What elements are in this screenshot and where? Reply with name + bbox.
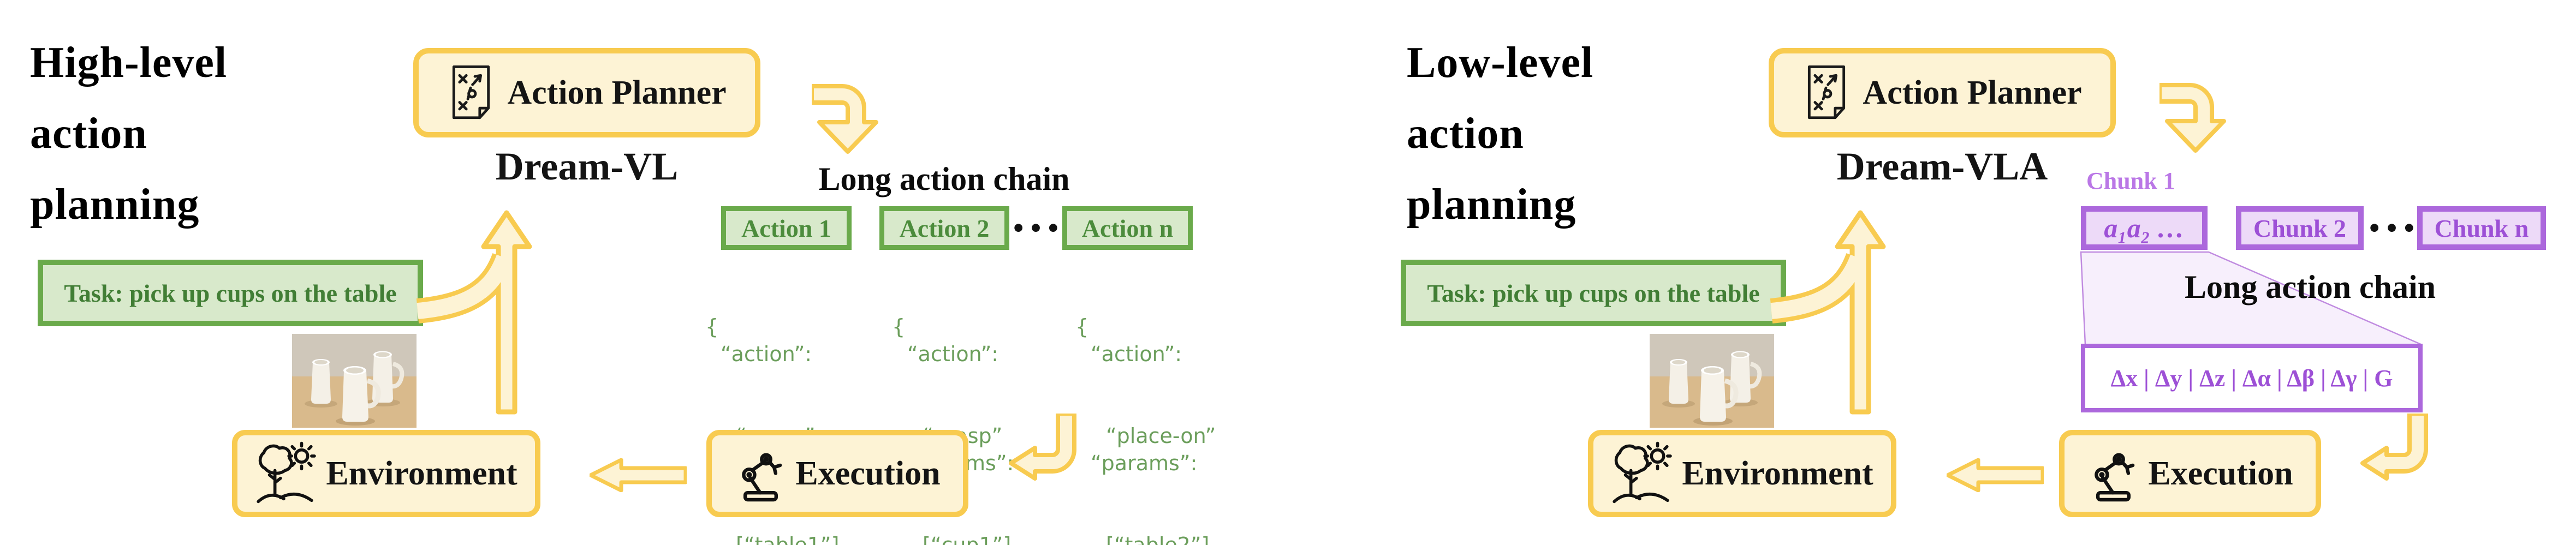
tree-sun-icon	[1611, 441, 1673, 506]
action-ellipsis: •••	[1011, 214, 1063, 242]
strategy-plan-icon	[447, 63, 495, 123]
action-chip-n: Action n	[1062, 206, 1193, 250]
right-title-line3: planning	[1407, 181, 1576, 229]
left-title-line1: High-level	[30, 39, 228, 87]
left-action-planner-label: Action Planner	[507, 74, 727, 111]
right-environment-label: Environment	[1682, 454, 1873, 492]
chunk1-tag: Chunk 1	[2086, 167, 2175, 194]
left-environment-label: Environment	[326, 454, 517, 492]
chunk-chip-n: Chunk n	[2417, 206, 2546, 250]
left-title-line3: planning	[30, 181, 200, 229]
tree-sun-icon	[255, 441, 317, 506]
strategy-plan-icon	[1802, 63, 1851, 123]
cups-photo	[292, 334, 417, 428]
left-exec-to-env-arrow	[590, 458, 687, 492]
right-panel-title: Low-level action planning	[1407, 27, 1593, 240]
right-environment-box: Environment	[1588, 430, 1896, 517]
chunk-ellipsis: •••	[2367, 214, 2419, 242]
right-task-box: Task: pick up cups on the table	[1401, 260, 1786, 326]
left-chain-to-exec-arrow	[1009, 414, 1076, 481]
right-title-line2: action	[1407, 110, 1524, 158]
left-model-name: Dream-VL	[495, 145, 679, 188]
left-environment-box: Environment	[232, 430, 540, 517]
action-chip-2: Action 2	[879, 206, 1009, 250]
chunk1-actions-math: a₁a₂ …	[2104, 213, 2185, 243]
right-action-planner-box: Action Planner	[1769, 48, 2116, 137]
left-feedback-up-arrow	[416, 210, 532, 415]
action-chip-1: Action 1	[721, 206, 852, 250]
chunk-chip-1: a₁a₂ …	[2081, 206, 2208, 250]
left-title-line2: action	[30, 110, 147, 158]
right-elbow-arrow	[2159, 83, 2226, 153]
right-feedback-up-arrow	[1770, 210, 1886, 415]
left-action-planner-box: Action Planner	[413, 48, 760, 137]
right-chain-title: Long action chain	[2184, 269, 2436, 305]
right-chain-to-exec-arrow	[2360, 414, 2428, 481]
right-action-planner-label: Action Planner	[1863, 74, 2082, 111]
right-exec-to-env-arrow	[1947, 458, 2044, 492]
right-title-line1: Low-level	[1407, 39, 1594, 87]
chunk-chip-2: Chunk 2	[2236, 206, 2364, 250]
robot-arm-icon	[2087, 444, 2139, 503]
left-elbow-arrow	[812, 84, 878, 154]
left-panel-title: High-level action planning	[30, 27, 227, 240]
left-task-box: Task: pick up cups on the table	[38, 260, 423, 326]
action-vector-box: Δx | Δy | Δz | Δα | Δβ | Δγ | G	[2081, 344, 2423, 412]
cups-photo	[1650, 334, 1774, 428]
action-json-3: {“action”: “place-on”“params”: [“table2”…	[1075, 315, 1216, 545]
right-model-name: Dream-VLA	[1836, 145, 2048, 188]
left-execution-label: Execution	[795, 454, 941, 492]
left-execution-box: Execution	[706, 430, 968, 517]
right-execution-box: Execution	[2059, 430, 2321, 517]
left-chain-title: Long action chain	[818, 161, 1070, 197]
robot-arm-icon	[734, 444, 787, 503]
right-execution-label: Execution	[2148, 454, 2293, 492]
